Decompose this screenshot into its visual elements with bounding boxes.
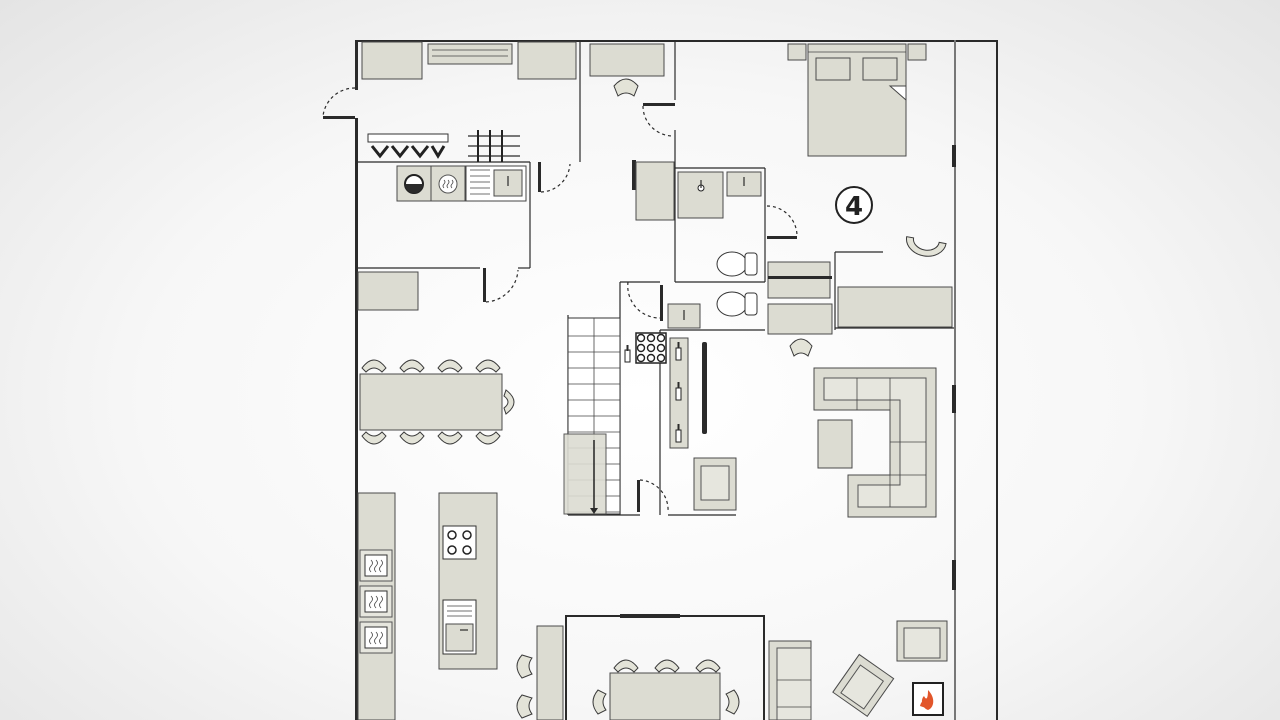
wc-door-icon — [627, 281, 663, 321]
stair-door-icon — [637, 479, 669, 513]
lounge — [768, 620, 948, 720]
utility-door-icon — [538, 162, 571, 193]
bedroom: 4 — [787, 43, 953, 328]
dining-table — [359, 373, 503, 431]
wine-bottle-icon — [675, 342, 682, 361]
chair-icon — [789, 338, 813, 357]
shower-icon — [677, 171, 724, 219]
wine-slot-icon — [646, 333, 656, 343]
wine-slot-icon — [646, 353, 656, 363]
chair-icon — [516, 654, 533, 679]
toilet-icon — [716, 291, 758, 317]
wine-bottle-icon — [675, 382, 682, 401]
sink-icon — [442, 599, 477, 655]
ski-rack-icon — [367, 133, 449, 159]
armchair-icon — [906, 236, 947, 257]
tv-icon — [702, 342, 707, 434]
chair-icon — [516, 694, 533, 719]
bathroom — [635, 161, 833, 357]
chair-icon — [475, 359, 501, 373]
room-number: 4 — [845, 192, 863, 222]
chair-icon — [503, 389, 515, 415]
chair-icon — [437, 359, 463, 373]
bar-area — [624, 332, 737, 511]
radiator-icon — [427, 43, 513, 65]
bathroom-door-icon — [766, 205, 798, 239]
entrance-door-icon — [322, 87, 356, 119]
wine-slot-icon — [656, 343, 666, 353]
wine-slot-icon — [646, 343, 656, 353]
chair-icon — [399, 431, 425, 445]
chair-icon — [437, 431, 463, 445]
wine-slot-icon — [636, 333, 646, 343]
outer-walls — [355, 40, 998, 720]
wine-slot-icon — [656, 353, 666, 363]
hall-door-icon — [642, 103, 675, 137]
chair-icon — [361, 431, 387, 445]
wine-bottle-icon — [624, 345, 631, 363]
chair-icon — [725, 689, 740, 715]
stove-icon — [442, 525, 477, 560]
closet-door-icon — [632, 160, 636, 190]
lower-dining — [592, 614, 740, 720]
oven-icon — [359, 621, 393, 654]
chair-icon — [361, 359, 387, 373]
oven-icon — [359, 585, 393, 618]
pantry-door-icon — [483, 268, 519, 303]
living-room — [813, 367, 937, 518]
chair-icon — [613, 78, 639, 97]
oven-icon — [359, 549, 393, 582]
toilet-icon — [716, 251, 758, 277]
doors[interactable] — [322, 87, 798, 513]
stairs-icon — [563, 317, 621, 515]
wine-slot-icon — [636, 343, 646, 353]
chair-icon — [475, 431, 501, 445]
dining-area — [359, 359, 515, 445]
coffee-table — [817, 419, 853, 469]
fireplace-icon — [912, 682, 944, 716]
wine-bottle-icon — [675, 424, 682, 443]
entry-storage — [357, 41, 665, 311]
ski-poles-icon — [468, 130, 520, 162]
wine-slot-icon — [656, 333, 666, 343]
kitchen — [357, 492, 564, 720]
chair-icon — [399, 359, 425, 373]
chair-icon — [613, 659, 639, 673]
chair-icon — [695, 659, 721, 673]
chair-icon — [654, 659, 680, 673]
wine-slot-icon — [636, 353, 646, 363]
armchair-icon — [832, 653, 895, 717]
chair-icon — [592, 689, 607, 715]
room-number-badge: 4 — [835, 186, 873, 224]
